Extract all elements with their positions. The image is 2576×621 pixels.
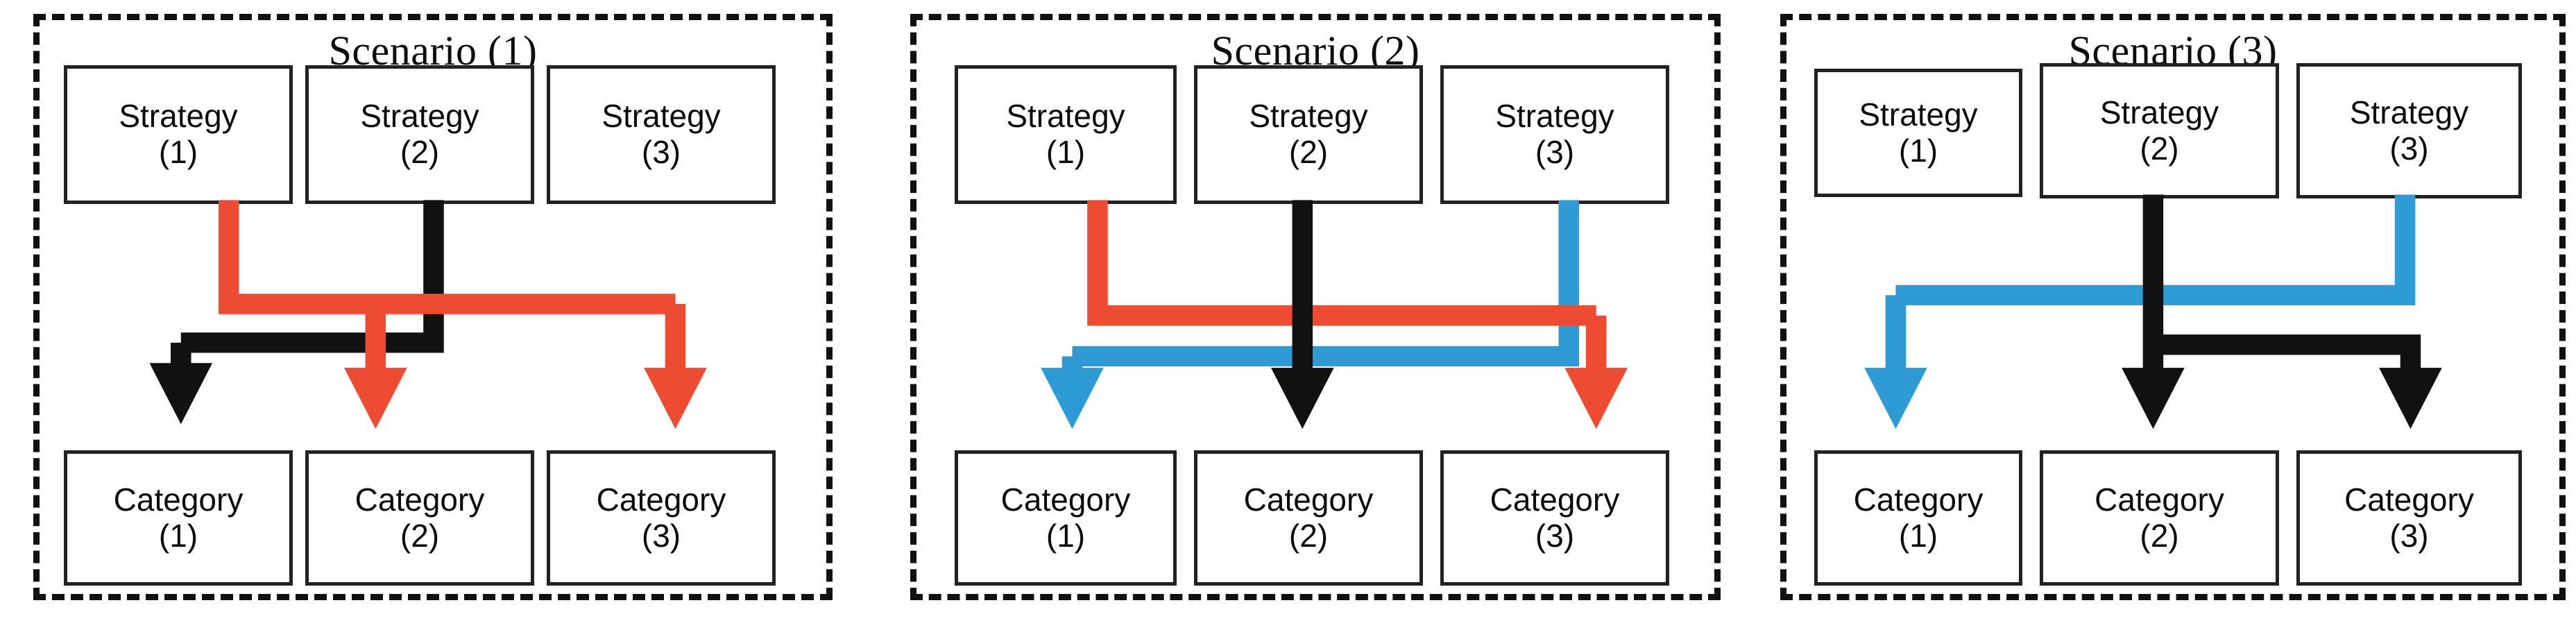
node-label-line1: Category [2344,481,2474,518]
arrow-blue-s3-c1 [1041,200,1580,429]
node-label-line2: (2) [1288,134,1329,170]
strategy-node-3: Strategy (3) [547,65,776,204]
category-node-1: Category (1) [64,450,293,586]
node-label-line2: (1) [158,134,198,170]
strategy-node-2: Strategy (2) [2040,63,2279,198]
node-label-line1: Strategy [2099,94,2219,130]
node-label-line2: (2) [400,134,440,170]
panel-title: Scenario (1) [328,28,538,74]
node-label-line2: (3) [641,134,681,170]
scenario-panel-1: Scenario (1) Strategy (1) Strategy (2) S… [33,14,833,600]
node-label-line1: Category [1490,481,1620,518]
node-label-line1: Category [113,481,244,518]
node-label-line1: Strategy [2349,94,2469,130]
scenario-panel-2: Scenario (2) Strategy (1) Strategy (2) S… [910,14,1721,600]
category-node-1: Category (1) [1814,450,2022,586]
node-label-line2: (3) [2389,130,2429,167]
node-label-line2: (1) [1898,132,1938,169]
node-label-line2: (2) [1288,517,1329,554]
arrow-black-s2-c1 [149,200,444,425]
strategy-node-3: Strategy (3) [2296,63,2522,198]
node-label-line1: Strategy [1006,98,1125,135]
node-label-line2: (2) [2140,517,2179,554]
strategy-node-2: Strategy (2) [305,65,534,204]
node-label-line1: Strategy [1495,98,1614,135]
strategy-node-2: Strategy (2) [1194,65,1423,204]
node-label-line2: (3) [1535,134,1575,170]
node-label-line1: Category [1243,481,1374,518]
category-node-3: Category (3) [547,450,776,586]
node-label-line1: Category [596,481,726,518]
panel-title: Scenario (2) [1211,28,1420,74]
node-label-line2: (2) [400,517,440,554]
node-label-line2: (1) [158,517,198,554]
arrow-red-s1-c2-c3 [218,200,707,429]
node-label-line1: Strategy [1249,98,1368,135]
arrow-black-s2-c2-c3 [2122,194,2442,429]
node-label-line1: Category [355,481,485,518]
node-label-line2: (1) [1046,134,1086,170]
node-label-line1: Strategy [1859,96,1978,133]
strategy-node-1: Strategy (1) [1814,69,2022,197]
node-label-line2: (3) [641,517,681,554]
node-label-line1: Category [1000,481,1131,518]
node-label-line1: Category [1853,481,1984,518]
category-node-3: Category (3) [2296,450,2522,586]
arrow-blue-s3-c1 [1864,194,2416,429]
category-node-2: Category (2) [2040,450,2279,586]
category-node-3: Category (3) [1440,450,1669,586]
node-label-line1: Category [2095,481,2224,518]
node-label-line2: (1) [1898,517,1938,554]
node-label-line1: Strategy [119,98,238,135]
node-label-line2: (2) [2140,130,2179,167]
node-label-line1: Strategy [602,98,721,135]
arrow-black-s2-c2 [1271,200,1334,429]
strategy-node-3: Strategy (3) [1440,65,1669,204]
node-label-line2: (3) [1535,517,1575,554]
category-node-1: Category (1) [955,450,1177,586]
strategy-node-1: Strategy (1) [64,65,293,204]
node-label-line2: (1) [1046,517,1086,554]
category-node-2: Category (2) [1194,450,1423,586]
node-label-line1: Strategy [360,98,479,135]
arrow-red-s1-c3 [1087,200,1628,429]
strategy-node-1: Strategy (1) [955,65,1177,204]
scenario-panel-3: Scenario (3) Strategy (1) Strategy (2) S… [1780,14,2566,600]
node-label-line2: (3) [2389,517,2429,554]
category-node-2: Category (2) [305,450,534,586]
